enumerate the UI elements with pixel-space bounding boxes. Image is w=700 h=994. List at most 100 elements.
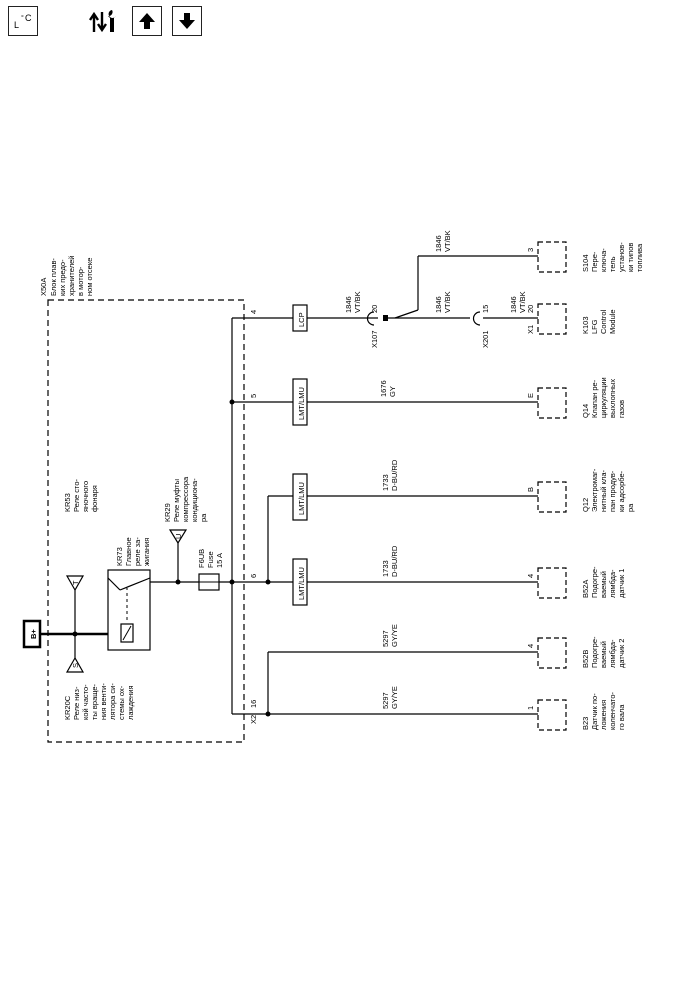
diagram-label: KR73: [115, 547, 124, 566]
diagram-label: 4: [249, 310, 258, 314]
next-page-button[interactable]: [172, 6, 202, 36]
diagram-wire: [394, 309, 419, 319]
diagram-label: Клапан ре-: [590, 379, 599, 418]
diagram-label: циркуляции: [599, 377, 608, 418]
s104-label: S104 Пере- ключа- тель установ- ки типов…: [581, 242, 644, 272]
diagram-label: GY/YE: [390, 624, 399, 647]
diagram-label: 15 A: [215, 553, 224, 568]
celsius-toggle-icon: L ° C: [14, 13, 32, 30]
b23-component: [537, 699, 567, 731]
connector-x201: [472, 311, 481, 326]
diagram-label: GY: [388, 386, 397, 397]
fuse-f6ub-label: F6UB Fuse 15 A: [197, 549, 224, 568]
diagram-label: реле за-: [133, 537, 142, 566]
diagram-label: 20: [370, 305, 379, 313]
diagram-label: ном отсеке: [85, 258, 94, 296]
k103-label: K103 LFG Control Module: [581, 309, 617, 334]
diagram-label: 1846: [434, 235, 443, 252]
diagram-label: GY/YE: [390, 686, 399, 709]
diagram-label: установ-: [617, 242, 626, 272]
tools-button[interactable]: [88, 6, 122, 36]
diagram-label: VT/BK: [443, 291, 452, 313]
diagram-label: LMT/LMU: [297, 387, 306, 420]
diagram-label: U: [174, 534, 183, 539]
diagram-label: 16: [249, 700, 258, 708]
diagram-label: ния венти-: [99, 683, 108, 720]
diagram-label: B52A: [581, 580, 590, 598]
diagram-label: 5297: [381, 692, 390, 709]
diagram-label: Главное: [124, 537, 133, 566]
lcp-box: [292, 304, 308, 332]
arrow-down-icon: [179, 13, 195, 29]
diagram-label: 4: [526, 574, 535, 578]
diagram-label: 15: [481, 305, 490, 313]
diagram-label: T: [71, 580, 80, 585]
diagram-label: лямбда-: [608, 569, 617, 598]
diagram-label: в мотор-: [76, 266, 85, 296]
arrow-up-icon: [139, 13, 155, 29]
diagram-label: 20: [526, 305, 535, 313]
diagram-label: S: [71, 663, 80, 668]
q12-component: [537, 481, 567, 513]
diagram-wire: [119, 577, 151, 591]
b52b-component: [537, 637, 567, 669]
diagram-label: лаждения: [126, 685, 135, 720]
diagram-label: 1846: [434, 296, 443, 313]
diagram-label: ты враще-: [90, 684, 99, 720]
connector-x107: [366, 311, 375, 326]
kr20c-label: KR20C Реле низ- кой часто- ты враще- ния…: [63, 683, 135, 720]
diagram-label: ра: [626, 503, 635, 512]
b23-label: B23 Датчик по- ложения коленчато- го вал…: [581, 692, 626, 730]
diagram-label: нитный кла-: [599, 470, 608, 512]
diagram-label: 4: [526, 644, 535, 648]
diagram-label: Пере-: [590, 251, 599, 272]
diagram-label: ки типов: [626, 243, 635, 272]
kr20c-relay-ref: [65, 656, 85, 673]
b52a-component: [537, 567, 567, 599]
diagram-label: VT/BK: [518, 291, 527, 313]
lmt-box-1: [292, 378, 308, 426]
kr29-label: KR29 Реле муфты компрессора кондициона- …: [163, 476, 208, 522]
diagram-label: LCP: [297, 312, 306, 327]
diagram-label: B23: [581, 717, 590, 730]
diagram-label: 1733: [381, 560, 390, 577]
diagram-label: пан продув-: [608, 470, 617, 512]
units-toggle-button[interactable]: L ° C: [8, 6, 38, 36]
diagram-label: E: [526, 393, 535, 398]
diagram-label: LMT/LMU: [297, 482, 306, 515]
diagram-label: Control: [599, 309, 608, 334]
diagram-label: B52B: [581, 650, 590, 668]
diagram-label: VT/BK: [443, 230, 452, 252]
diagram-label: ких предо-: [58, 259, 67, 296]
diagram-label: 1733: [381, 474, 390, 491]
diagram-label: го вала: [617, 704, 626, 730]
diagram-label: датчик 1: [617, 569, 626, 598]
diagram-label: LFG: [590, 319, 599, 334]
diagram-label: K103: [581, 316, 590, 334]
svg-text:°: °: [21, 14, 24, 22]
svg-text:C: C: [25, 13, 32, 23]
svg-text:L: L: [14, 20, 19, 30]
kr53-relay-ref: [65, 575, 85, 592]
diagram-label: B: [526, 487, 535, 492]
diagram-wire: [229, 579, 235, 585]
q12-label: Q12 Электромаг- нитный кла- пан продув- …: [581, 468, 635, 512]
diagram-label: Q12: [581, 498, 590, 512]
diagram-label: KR53: [63, 493, 72, 512]
diagram-label: Электромаг-: [590, 468, 599, 512]
diagram-label: 1: [526, 706, 535, 710]
diagram-label: выхлопных: [608, 379, 617, 418]
diagram-label: 1676: [379, 380, 388, 397]
diagram-label: Подогре-: [590, 566, 599, 598]
diagram-label: X201: [481, 330, 490, 348]
b52a-label: B52A Подогре- ваемый лямбда- датчик 1: [581, 566, 626, 598]
diagram-label: 1846: [344, 296, 353, 313]
diagram-label: F6UB: [197, 549, 206, 568]
diagram-label: Подогре-: [590, 636, 599, 668]
wrench-arrows-icon: [89, 10, 116, 33]
previous-page-button[interactable]: [132, 6, 162, 36]
s104-component: [537, 241, 567, 273]
diagram-label: хранителей: [67, 256, 76, 296]
diagram-label: Блок плав-: [49, 258, 58, 296]
